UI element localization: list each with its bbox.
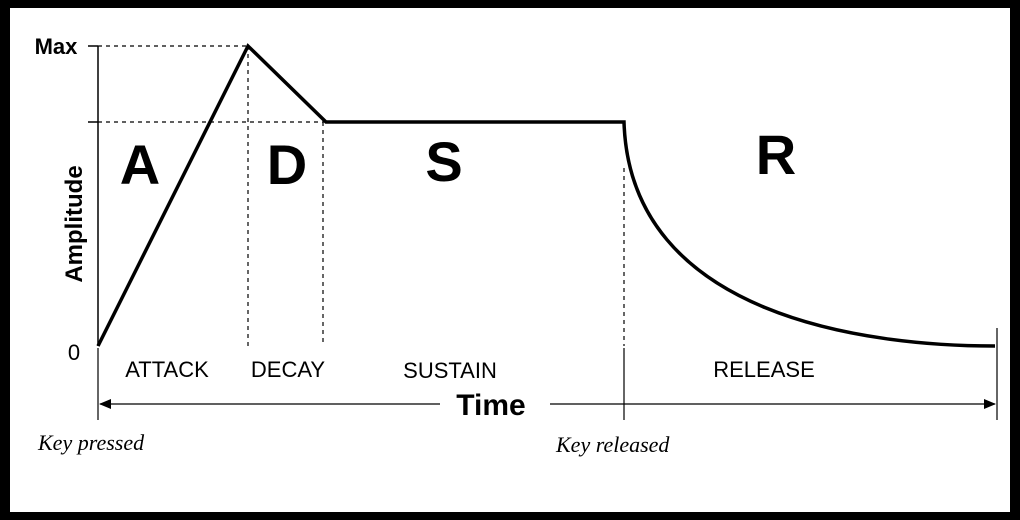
phase-name-release: RELEASE: [713, 357, 815, 382]
y-axis-zero-label: 0: [68, 340, 80, 365]
phase-letter-release: R: [756, 123, 796, 186]
phase-letter-sustain: S: [425, 130, 462, 193]
phase-name-decay: DECAY: [251, 357, 325, 382]
y-axis-title: Amplitude: [61, 165, 88, 282]
phase-name-sustain: SUSTAIN: [403, 358, 497, 383]
time-arrow-left-head: [99, 399, 111, 409]
key-pressed-label: Key pressed: [37, 430, 145, 455]
phase-letter-attack: A: [120, 133, 160, 196]
diagram-canvas: Max 0 Amplitude A D S R ATTACK DECAY SUS…: [10, 8, 1010, 512]
key-released-label: Key released: [555, 432, 670, 457]
adsr-envelope-diagram: Max 0 Amplitude A D S R ATTACK DECAY SUS…: [35, 34, 998, 457]
y-axis-max-label: Max: [35, 34, 79, 59]
envelope-curve: [96, 43, 996, 348]
time-arrow-right-head: [984, 399, 996, 409]
phase-letter-decay: D: [267, 133, 307, 196]
x-axis-title: Time: [456, 389, 525, 422]
dashed-guides: [98, 45, 625, 346]
phase-name-attack: ATTACK: [125, 357, 209, 382]
